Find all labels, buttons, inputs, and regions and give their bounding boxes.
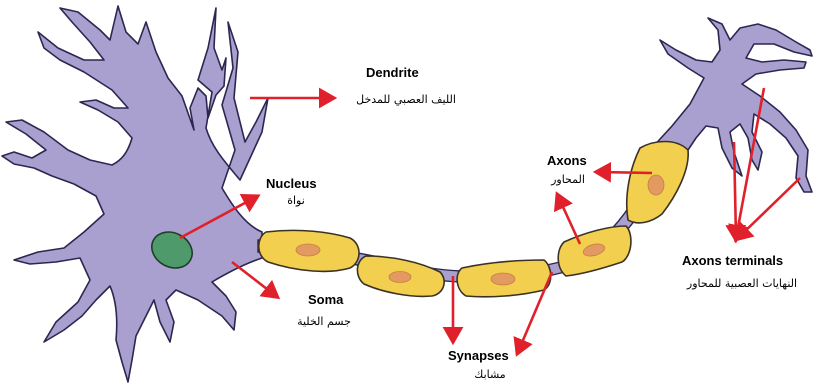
axon-terminals-label-ar: النهايات العصبية للمحاور [686,277,797,290]
myelin-nucleus [296,244,320,256]
axons-label: Axons [547,153,587,168]
annotation-arrows [180,88,800,352]
nucleus-label: Nucleus [266,176,317,191]
axon-terminals-label: Axons terminals [682,253,783,268]
myelin-nucleus [389,272,411,283]
synapses-label: Synapses [448,348,509,363]
axons-arrow-2 [558,196,580,244]
nucleus-label-ar: نواة [287,194,305,207]
soma-arrow [232,262,276,296]
axons-arrow-1 [598,172,652,173]
soma-body [2,6,268,382]
dendrite-label: Dendrite [366,65,419,80]
soma-label: Soma [308,292,344,307]
soma-label-ar: جسم الخلية [297,315,351,328]
dendrite-label-ar: الليف العصبي للمدخل [356,93,456,106]
synapses-label-ar: مشابك [474,368,505,381]
axons-label-ar: المحاور [550,173,585,186]
myelin-nucleus [648,175,664,195]
myelin-nucleus [491,273,515,285]
terminals-arrow-3 [738,178,800,238]
